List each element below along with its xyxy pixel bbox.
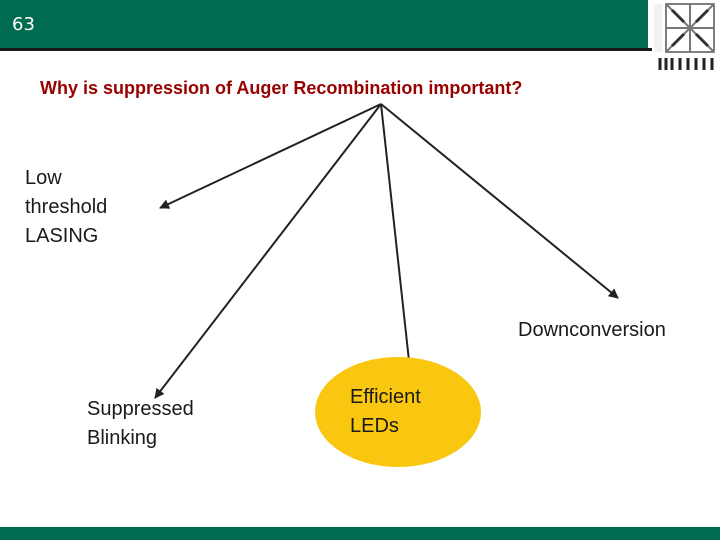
arrow-to-downconversion	[380, 103, 619, 299]
arrow-to-blinking	[154, 103, 382, 399]
slide-number: 63	[12, 14, 35, 35]
node-efficient-leds: Efficient LEDs	[350, 386, 421, 437]
university-logo	[652, 0, 720, 76]
header-bar	[0, 0, 648, 48]
arrow-to-leds	[380, 103, 414, 371]
node-downconversion: Downconversion	[518, 319, 666, 341]
led-highlight-ellipse	[315, 357, 481, 467]
diagram-title: Why is suppression of Auger Recombinatio…	[40, 78, 523, 98]
arrow-to-lasing	[159, 103, 382, 209]
node-suppressed-blinking: Suppressed Blinking	[87, 398, 194, 449]
node-low-threshold-lasing: Low threshold LASING	[25, 167, 108, 247]
header-divider	[0, 48, 652, 51]
footer-bar	[0, 527, 720, 540]
